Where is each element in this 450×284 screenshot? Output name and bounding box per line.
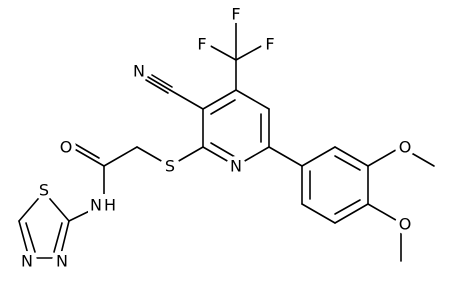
atom-n-thiadiazole-1: N	[21, 252, 33, 271]
atom-n-nitrile: N	[133, 62, 145, 81]
bond-n3-c2t-double	[53, 222, 63, 253]
bond-c3-c4-double	[210, 99, 236, 115]
bond-ph3-o-upper	[367, 146, 402, 167]
atom-o-carbonyl: O	[60, 138, 73, 157]
bond-c3-cn	[169, 89, 204, 110]
bond-cn-triple-b	[147, 76, 171, 91]
bond-ch2-co	[103, 146, 138, 167]
bond-ph4-o-lower	[367, 203, 402, 224]
atom-s-thioether: S	[165, 157, 175, 176]
bond-ph1-ph2	[301, 146, 336, 167]
bond-c-o	[70, 146, 105, 167]
bond-ph4-ph5	[334, 203, 369, 224]
bond-cn-triple-a	[151, 74, 173, 88]
bond-c6-phenyl	[268, 146, 303, 167]
bond-ph2-ph3	[334, 146, 369, 167]
bond-ph4-ph5-double	[334, 199, 361, 215]
bond-c-f-left	[206, 43, 237, 61]
atom-n-pyridine: N	[230, 157, 242, 176]
atom-labels: F F F N S N O N H S N N O O	[17, 5, 415, 271]
atom-s-thiadiazole: S	[39, 181, 49, 200]
bonds	[18, 16, 435, 262]
atom-f-top: F	[231, 5, 240, 24]
atom-n-amide: N	[90, 196, 102, 215]
bond-c3-c4	[202, 89, 237, 110]
atom-o-methoxy-lower: O	[399, 215, 412, 234]
atom-f-right: F	[265, 35, 274, 54]
atom-h-amide: H	[104, 196, 116, 215]
bond-c5t-n4-double	[25, 222, 36, 253]
bond-c4-c5	[235, 89, 270, 110]
bond-c-o-double	[74, 143, 100, 159]
bond-ph2-ph3-double	[334, 155, 361, 171]
bond-c-f-right	[235, 43, 266, 61]
atom-n-thiadiazole-2: N	[56, 252, 68, 271]
bond-ph5-ph6	[301, 203, 336, 224]
bond-n1-c2-double	[210, 142, 236, 158]
bond-cn-triple-c	[145, 79, 169, 94]
atom-o-methoxy-upper: O	[399, 138, 412, 157]
atom-f-left: F	[197, 35, 206, 54]
